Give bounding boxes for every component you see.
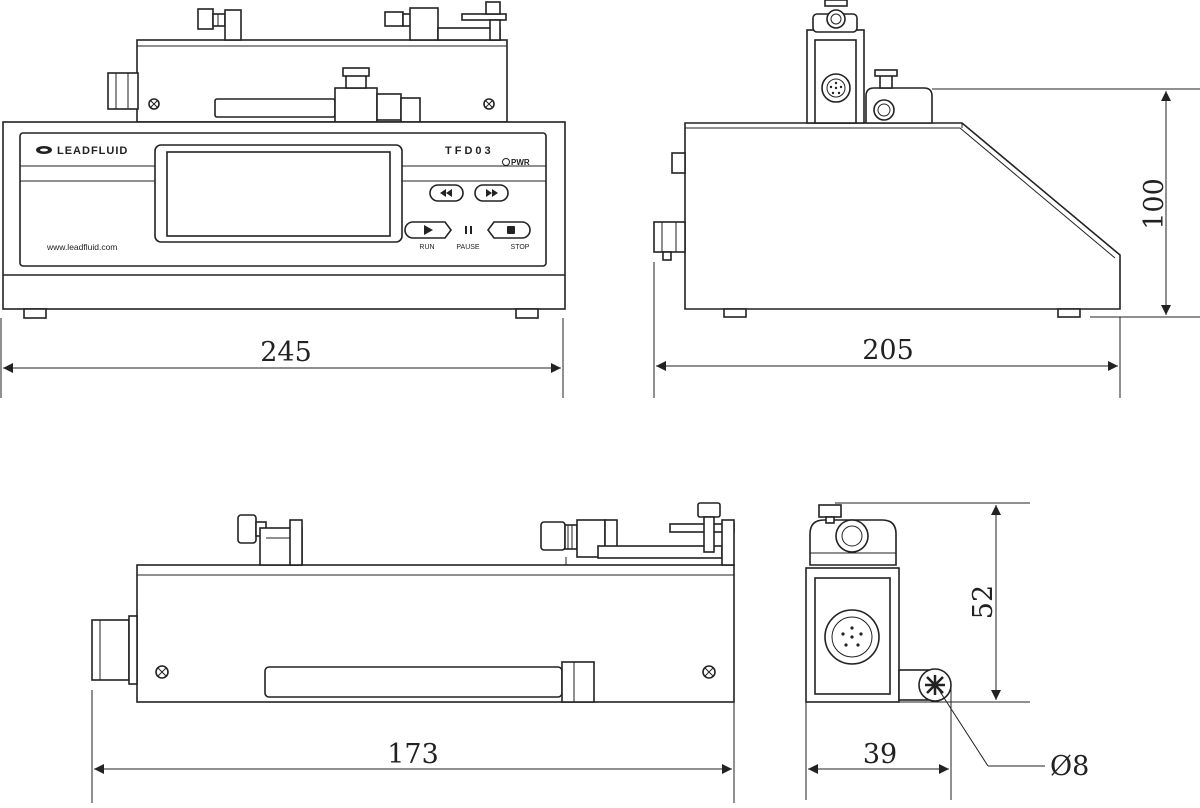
brand-label: LEADFLUID	[57, 145, 128, 157]
run-label: RUN	[419, 244, 434, 251]
end-height-dimension-label: 52	[968, 585, 999, 619]
leadfluid-logo: LEADFLUID	[36, 145, 128, 157]
rewind-button[interactable]	[429, 184, 464, 202]
pwr-label: PWR	[511, 158, 530, 167]
screw-icon	[148, 98, 160, 110]
end-width-dimension-label: 39	[863, 739, 897, 770]
screw-icon	[702, 665, 716, 679]
stop-label: STOP	[511, 244, 530, 251]
play-icon	[424, 225, 433, 235]
screw-icon	[483, 98, 495, 110]
fast-forward-icon	[486, 189, 498, 197]
front-view: LEADFLUID TFD03 PWR www.leadfluid.com RU…	[0, 1, 566, 398]
length-dimension-label: 173	[387, 739, 439, 770]
website-label: www.leadfluid.com	[46, 242, 117, 252]
power-indicator: PWR	[502, 158, 530, 167]
screw-icon	[155, 665, 169, 679]
side-view: 100 205	[653, 0, 1200, 398]
top-view: 173	[91, 502, 735, 803]
fast-forward-button[interactable]	[474, 184, 509, 202]
rewind-icon	[440, 189, 452, 197]
width-dimension: 245	[0, 318, 564, 398]
run-button[interactable]	[404, 221, 452, 239]
height-dimension-label: 100	[1139, 178, 1170, 230]
pusher-assembly	[107, 1, 508, 123]
diameter-dimension-label: Ø8	[1050, 751, 1089, 782]
depth-dimension-label: 205	[862, 335, 914, 366]
pause-label: PAUSE	[456, 244, 480, 251]
stop-button[interactable]	[487, 221, 531, 239]
end-view: 52 39 Ø8	[805, 502, 1089, 800]
stop-icon	[507, 226, 515, 234]
pause-icon[interactable]	[465, 226, 472, 234]
display-screen	[154, 144, 403, 243]
model-label: TFD03	[445, 145, 494, 157]
width-dimension-label: 245	[260, 337, 312, 368]
